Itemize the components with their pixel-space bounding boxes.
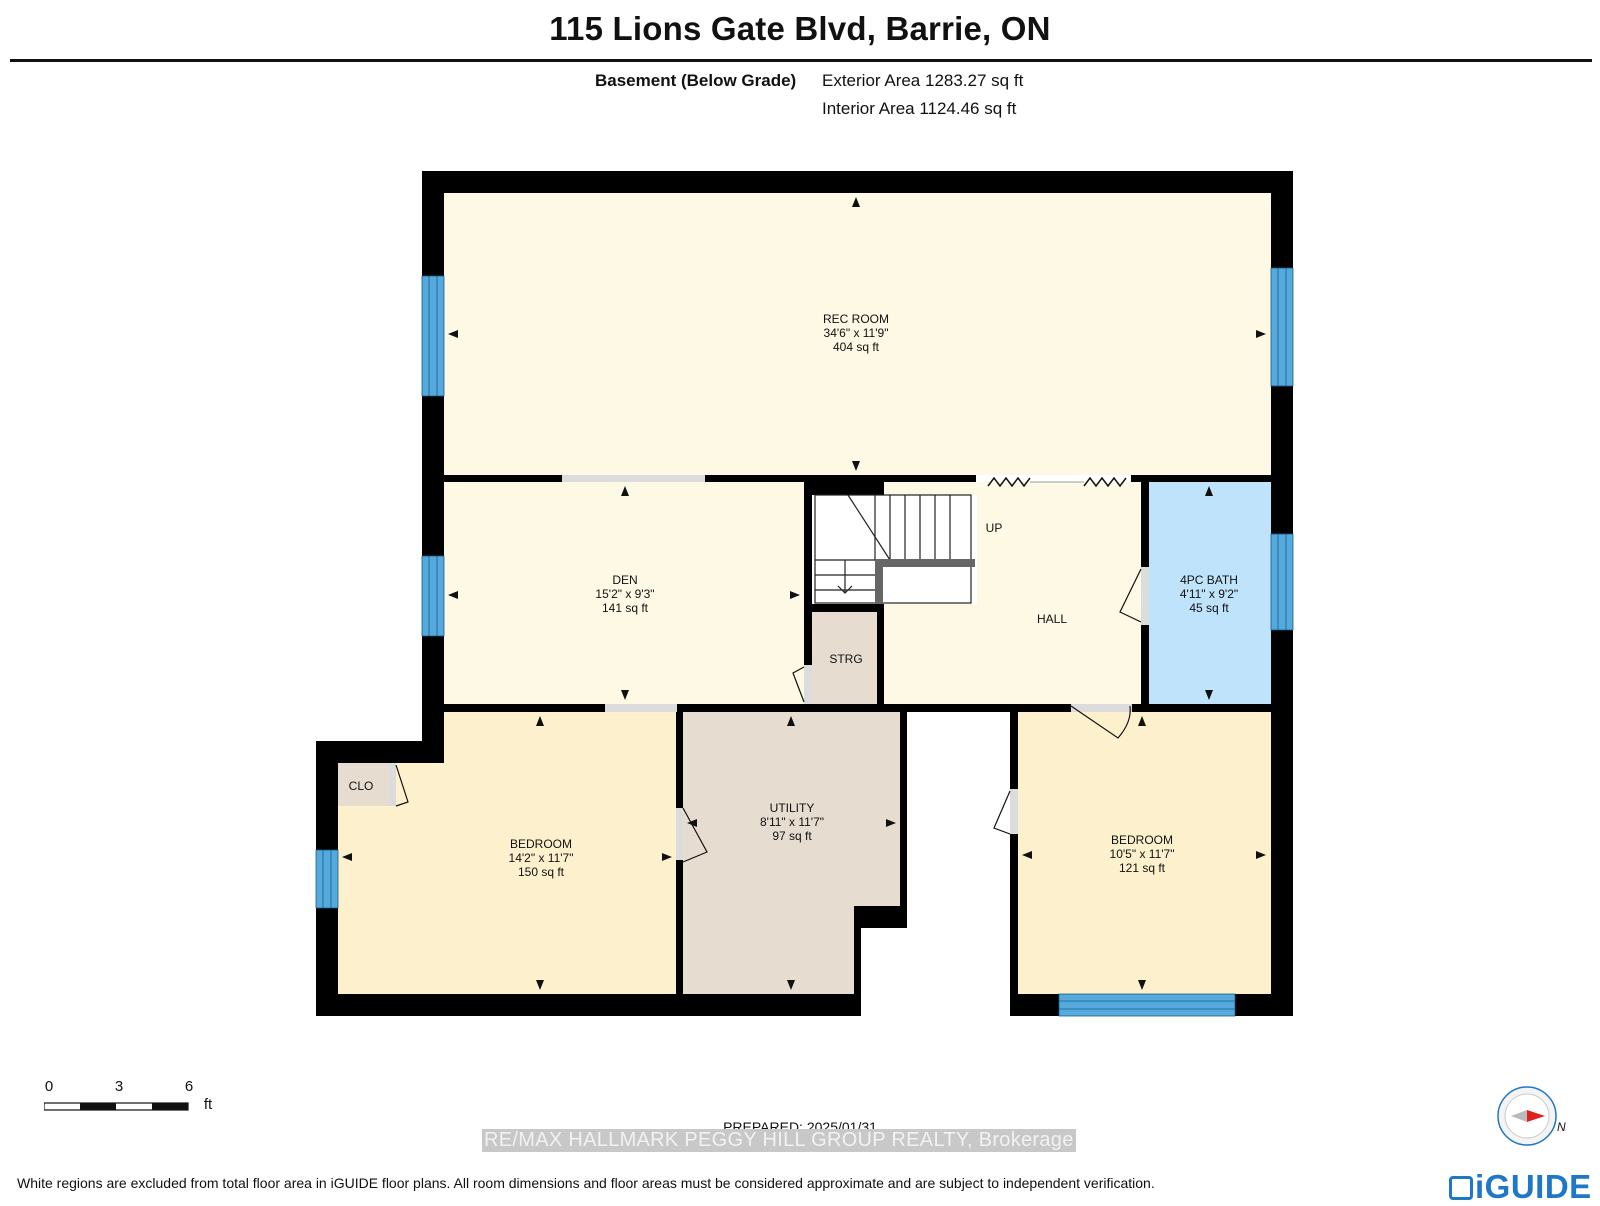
page-title: 115 Lions Gate Blvd, Barrie, ON <box>549 10 1051 47</box>
interior-area: Interior Area 1124.46 sq ft <box>822 99 1017 118</box>
bath-area: 45 sq ft <box>1189 601 1229 615</box>
title-divider <box>10 59 1592 62</box>
bedroom-left-area: 150 sq ft <box>517 865 565 879</box>
bedroom-right-area: 121 sq ft <box>1118 861 1166 875</box>
utility-name: UTILITY <box>769 801 815 815</box>
bedroom-right-floor <box>1018 712 1271 994</box>
den-name: DEN <box>612 573 638 587</box>
rec-room-floor <box>444 193 1271 475</box>
bath-floor <box>1149 482 1271 704</box>
compass-icon <box>1497 1086 1557 1146</box>
den-floor <box>444 482 804 704</box>
room-label-bedroom-left: BEDROOM 14'2" x 11'7" 150 sq ft <box>509 837 574 879</box>
exterior-area: Exterior Area 1283.27 sq ft <box>822 71 1024 90</box>
windows <box>315 267 1294 1017</box>
clo-label: CLO <box>348 779 374 793</box>
dimension-arrows <box>342 197 1266 990</box>
floor-name: Basement (Below Grade) <box>595 71 797 90</box>
openings <box>389 475 1149 860</box>
brokerage-watermark: RE/MAX HALLMARK PEGGY HILL GROUP REALTY,… <box>482 1129 1076 1152</box>
bedroom-left-name: BEDROOM <box>509 837 573 851</box>
disclaimer-text: White regions are excluded from total fl… <box>17 1175 1155 1191</box>
staircase <box>814 494 975 604</box>
bath-name: 4PC BATH <box>1180 573 1238 587</box>
scale-unit: ft <box>203 1096 213 1113</box>
room-label-den: DEN 15'2" x 9'3" 141 sq ft <box>595 573 654 615</box>
bedroom-left-dims: 14'2" x 11'7" <box>508 851 574 865</box>
den-area: 141 sq ft <box>601 601 649 615</box>
bedroom-right-dims: 10'5" x 11'7" <box>1109 847 1175 861</box>
den-dims: 15'2" x 9'3" <box>595 587 655 601</box>
iguide-logo: iGUIDE <box>1449 1168 1592 1206</box>
rec-room-name: REC ROOM <box>823 312 889 326</box>
strg-label: STRG <box>829 652 863 666</box>
strg-floor <box>812 612 877 704</box>
bath-dims: 4'11" x 9'2" <box>1179 587 1239 601</box>
rec-room-area: 404 sq ft <box>832 340 880 354</box>
scale-tick-0: 0 <box>44 1078 54 1095</box>
room-label-bath: 4PC BATH 4'11" x 9'2" 45 sq ft <box>1180 573 1238 615</box>
rec-room-dims: 34'6" x 11'9" <box>823 326 889 340</box>
iguide-logo-text: iGUIDE <box>1475 1168 1592 1205</box>
scale-tick-6: 6 <box>184 1078 194 1095</box>
room-label-bedroom-right: BEDROOM 10'5" x 11'7" 121 sq ft <box>1110 833 1175 875</box>
stairs-area <box>812 495 977 604</box>
clo-floor <box>338 763 396 806</box>
compass: N <box>1497 1086 1567 1155</box>
scale-bar-graphic <box>43 1102 189 1111</box>
room-label-utility: UTILITY 8'11" x 11'7" 97 sq ft <box>760 801 824 843</box>
utility-floor <box>683 712 900 994</box>
hall-label: HALL <box>1036 612 1068 626</box>
sliding-doors <box>987 476 1127 488</box>
iguide-logo-icon <box>1449 1176 1473 1200</box>
bedroom-right-name: BEDROOM <box>1110 833 1174 847</box>
room-label-rec-room: REC ROOM 34'6" x 11'9" 404 sq ft <box>823 312 889 354</box>
scale-tick-3: 3 <box>114 1078 124 1095</box>
utility-dims: 8'11" x 11'7" <box>759 815 825 829</box>
stairs-up-label: UP <box>985 521 1003 535</box>
room-fills <box>338 193 1271 994</box>
utility-area: 97 sq ft <box>772 829 812 843</box>
compass-north-label: N <box>1557 1120 1566 1134</box>
scale-bar: 0 3 6 ft <box>43 1078 212 1118</box>
